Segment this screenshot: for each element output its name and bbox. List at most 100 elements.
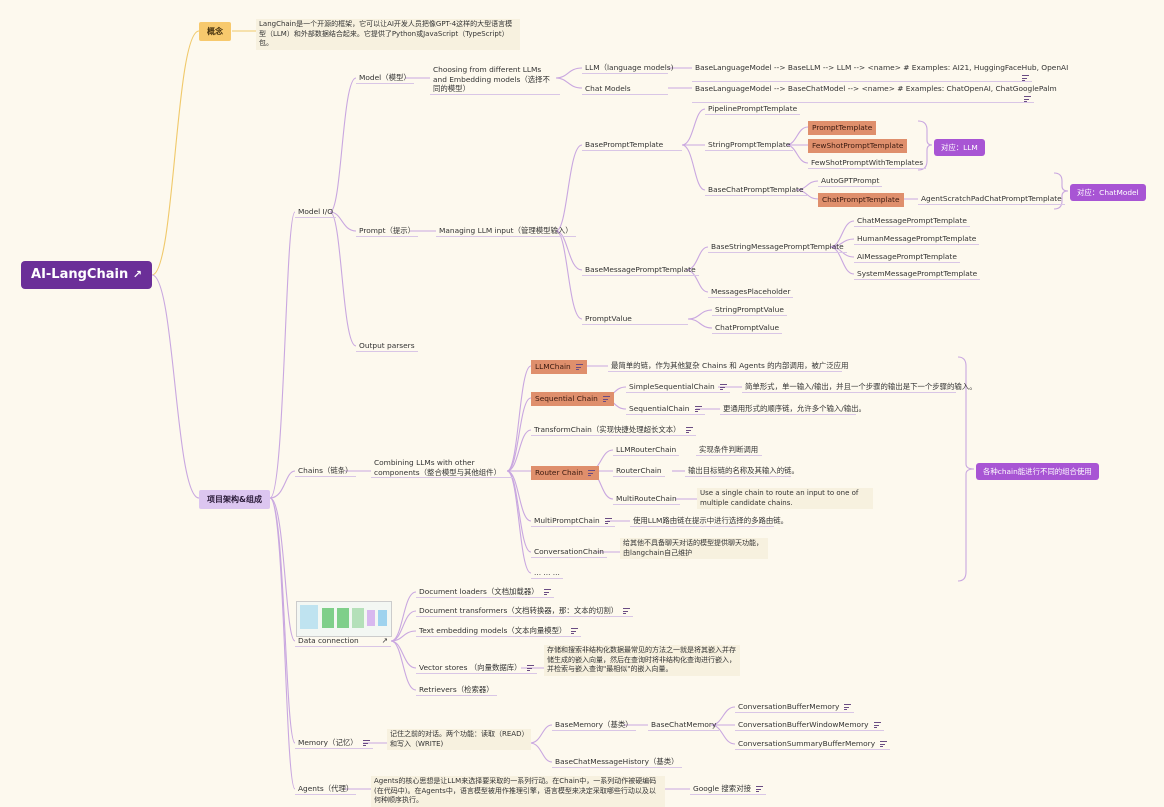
multi-route-desc: Use a single chain to route an input to … bbox=[697, 488, 873, 509]
arch-node[interactable]: 项目架构&组成 bbox=[199, 490, 270, 509]
note-icon[interactable] bbox=[880, 741, 888, 747]
ai-message-node[interactable]: AIMessagePromptTemplate bbox=[854, 252, 960, 263]
note-icon[interactable] bbox=[602, 396, 610, 402]
router-chain-node[interactable]: Router Chain bbox=[531, 466, 599, 480]
base-string-message-node[interactable]: BaseStringMessagePromptTemplate bbox=[708, 242, 847, 253]
to-llm-tag[interactable]: 对应：LLM bbox=[934, 139, 985, 156]
vector-stores-node[interactable]: Vector stores （向量数据库） bbox=[416, 663, 537, 674]
transform-chain-node[interactable]: TransformChain（实现快捷处理超长文本） bbox=[531, 425, 696, 436]
note-icon[interactable] bbox=[623, 608, 631, 614]
data-connection-thumbnail[interactable] bbox=[296, 601, 392, 637]
model-io-node[interactable]: Model I/O bbox=[295, 207, 337, 218]
llm-node[interactable]: LLM（language models) bbox=[582, 63, 674, 74]
pipeline-prompt-node[interactable]: PipelinePromptTemplate bbox=[705, 104, 801, 115]
note-icon[interactable] bbox=[575, 364, 583, 370]
base-message-prompt-node[interactable]: BaseMessagePromptTemplate bbox=[582, 265, 699, 276]
vector-stores-desc: 存储和搜索非结构化数据最常见的方法之一就是将其嵌入并存储生成的嵌入向量，然后在查… bbox=[544, 645, 740, 676]
chat-prompt-value-node[interactable]: ChatPromptValue bbox=[712, 323, 783, 334]
note-icon[interactable] bbox=[587, 470, 595, 476]
chat-models-desc: BaseLanguageModel --> BaseChatModel --> … bbox=[692, 84, 1057, 103]
note-icon[interactable] bbox=[543, 589, 551, 595]
chains-node[interactable]: Chains（链条） bbox=[295, 466, 356, 477]
chat-models-node[interactable]: Chat Models bbox=[582, 84, 668, 95]
messages-placeholder-node[interactable]: MessagesPlaceholder bbox=[708, 287, 794, 298]
retrievers-node[interactable]: Retrievers（检索器） bbox=[416, 685, 497, 696]
sequential-chain-sub-node[interactable]: SequentialChain bbox=[626, 404, 705, 415]
note-icon[interactable] bbox=[1024, 96, 1031, 102]
string-prompt-node[interactable]: StringPromptTemplate bbox=[705, 140, 794, 151]
llmchain-desc: 最简单的链，作为其他复杂 Chains 和 Agents 的内部调用，被广泛应用 bbox=[608, 361, 848, 372]
base-prompt-template-node[interactable]: BasePromptTemplate bbox=[582, 140, 682, 151]
buffer-window-memory-node[interactable]: ConversationBufferWindowMemory bbox=[735, 720, 884, 731]
note-icon[interactable] bbox=[571, 628, 579, 634]
root-node[interactable]: AI-LangChain ↗ bbox=[21, 261, 152, 289]
document-loaders-node[interactable]: Document loaders（文档加载器） bbox=[416, 587, 554, 598]
fewshot-node[interactable]: FewShotPromptTemplate bbox=[808, 139, 908, 153]
note-icon[interactable] bbox=[844, 704, 852, 710]
llm-router-node[interactable]: LLMRouterChain bbox=[613, 445, 680, 456]
fewshot-with-node[interactable]: FewShotPromptWithTemplates bbox=[808, 158, 927, 169]
multi-prompt-desc: 使用LLM路由链在提示中进行选择的多路由链。 bbox=[630, 516, 788, 527]
multi-route-node[interactable]: MultiRouteChain bbox=[613, 494, 680, 505]
llmchain-node[interactable]: LLMChain bbox=[531, 360, 587, 374]
simple-seq-label: SimpleSequentialChain bbox=[629, 382, 715, 391]
note-icon[interactable] bbox=[755, 786, 763, 792]
summary-buffer-memory-node[interactable]: ConversationSummaryBufferMemory bbox=[735, 739, 891, 750]
note-icon[interactable] bbox=[1022, 75, 1029, 81]
memory-node[interactable]: Memory（记忆） bbox=[295, 738, 373, 749]
text-embedding-node[interactable]: Text embedding models（文本向量模型） bbox=[416, 626, 582, 637]
output-parsers-node[interactable]: Output parsers bbox=[356, 341, 418, 352]
more-chains-node[interactable]: ... ... ... bbox=[531, 568, 563, 579]
note-icon[interactable] bbox=[362, 740, 370, 746]
conversation-desc: 给其他不具备聊天对话的模型提供聊天功能，由langchain自己维护 bbox=[620, 538, 768, 559]
chat-message-history-node[interactable]: BaseChatMessageHistory（基类） bbox=[552, 757, 682, 768]
google-search-node[interactable]: Google 搜索对接 bbox=[690, 784, 766, 795]
choose-models-node[interactable]: Choosing from different LLMs and Embeddi… bbox=[430, 65, 560, 95]
data-connection-node[interactable]: Data connection ↗ bbox=[295, 636, 391, 647]
transform-label: TransformChain（实现快捷处理超长文本） bbox=[534, 425, 681, 434]
base-chat-prompt-node[interactable]: BaseChatPromptTemplate bbox=[705, 185, 807, 196]
note-icon[interactable] bbox=[873, 722, 881, 728]
note-icon[interactable] bbox=[604, 518, 612, 524]
external-link-icon[interactable]: ↗ bbox=[381, 636, 388, 645]
chain-summary-tag[interactable]: 各种chain能进行不同的组合使用 bbox=[976, 463, 1099, 480]
sequential-chain-node[interactable]: Sequential Chain bbox=[531, 392, 614, 406]
llmchain-label: LLMChain bbox=[535, 362, 571, 371]
system-message-node[interactable]: SystemMessagePromptTemplate bbox=[854, 269, 981, 280]
conversation-chain-node[interactable]: ConversationChain bbox=[531, 547, 607, 558]
buffer-memory-node[interactable]: ConversationBufferMemory bbox=[735, 702, 855, 713]
to-chatmodel-tag[interactable]: 对应：ChatModel bbox=[1070, 184, 1146, 201]
google-label: Google 搜索对接 bbox=[693, 784, 751, 793]
root-label: AI-LangChain bbox=[31, 267, 129, 282]
router-chain-sub-node[interactable]: RouterChain bbox=[613, 466, 665, 477]
simple-sequential-node[interactable]: SimpleSequentialChain bbox=[626, 382, 730, 393]
managing-input-node[interactable]: Managing LLM input（管理模型输入） bbox=[436, 226, 576, 237]
chat-prompt-template-node[interactable]: ChatPromptTemplate bbox=[818, 193, 904, 207]
agents-desc: Agents的核心思想是让LLM来选择要采取的一系列行动。在Chain中，一系列… bbox=[371, 776, 665, 807]
chat-desc-text: BaseLanguageModel --> BaseChatModel --> … bbox=[695, 84, 1057, 93]
base-chat-memory-node[interactable]: BaseChatMemory bbox=[648, 720, 720, 731]
note-icon[interactable] bbox=[719, 384, 727, 390]
human-message-node[interactable]: HumanMessagePromptTemplate bbox=[854, 234, 980, 245]
note-icon[interactable] bbox=[694, 406, 702, 412]
data-connection-label: Data connection bbox=[298, 636, 359, 645]
external-link-icon[interactable]: ↗ bbox=[132, 268, 142, 281]
string-prompt-value-node[interactable]: StringPromptValue bbox=[712, 305, 787, 316]
chat-message-node[interactable]: ChatMessagePromptTemplate bbox=[854, 216, 970, 227]
multi-prompt-node[interactable]: MultiPromptChain bbox=[531, 516, 615, 527]
model-node[interactable]: Model（模型） bbox=[356, 73, 414, 84]
prompt-template-node[interactable]: PromptTemplate bbox=[808, 121, 877, 135]
concept-node[interactable]: 概念 bbox=[199, 22, 231, 41]
note-icon[interactable] bbox=[526, 665, 534, 671]
prompt-value-node[interactable]: PromptValue bbox=[582, 314, 688, 325]
multi-prompt-label: MultiPromptChain bbox=[534, 516, 600, 525]
note-icon[interactable] bbox=[685, 427, 693, 433]
base-memory-node[interactable]: BaseMemory（基类） bbox=[552, 720, 636, 731]
agents-node[interactable]: Agents（代理） bbox=[295, 784, 357, 795]
sequential-label: Sequential Chain bbox=[535, 394, 598, 403]
prompt-node[interactable]: Prompt（提示） bbox=[356, 226, 419, 237]
combining-node[interactable]: Combining LLMs with other components（整合模… bbox=[371, 458, 513, 478]
autogpt-node[interactable]: AutoGPTPrompt bbox=[818, 176, 883, 187]
document-transformers-node[interactable]: Document transformers（文档转换器，那：文本的切割） bbox=[416, 606, 634, 617]
agent-scratch-node[interactable]: AgentScratchPadChatPromptTemplate bbox=[918, 194, 1065, 205]
